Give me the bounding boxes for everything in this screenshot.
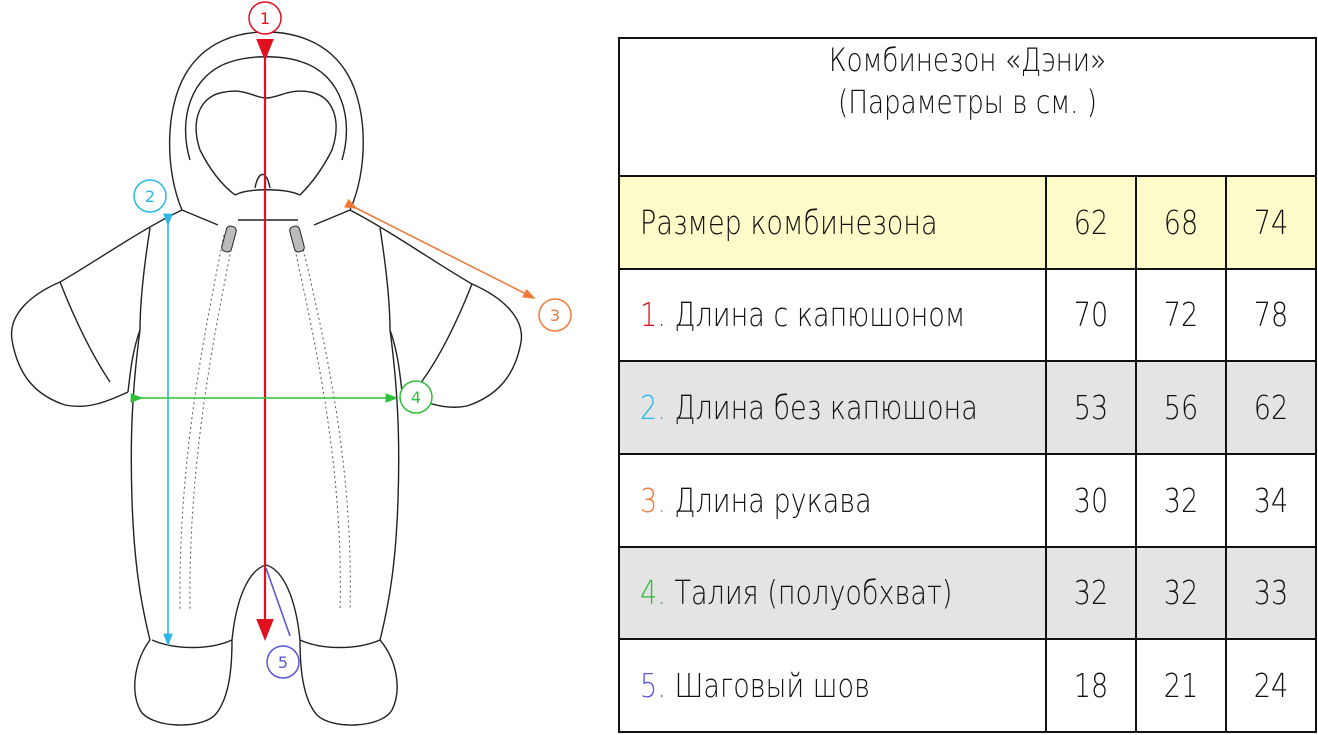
row-value: 62 — [1224, 360, 1318, 455]
marker-label-3: 3 — [550, 306, 560, 325]
size-68-header: 68 — [1135, 174, 1227, 270]
row-value: 34 — [1224, 452, 1318, 548]
row-value: 30 — [1045, 452, 1137, 548]
marker-circle-5 — [266, 645, 300, 679]
row-value: 24 — [1224, 638, 1318, 733]
row-label: 4. Талия (полуобхват) — [618, 545, 1047, 641]
marker-label-5: 5 — [278, 653, 288, 672]
marker-circle-2 — [133, 179, 167, 213]
row-value: 72 — [1135, 267, 1227, 363]
row-value: 32 — [1135, 545, 1227, 641]
row-label: 1. Длина с капюшоном — [618, 267, 1047, 363]
table-title-cell: Комбинезон «Дэни» (Параметры в см. ) — [617, 37, 1318, 177]
row-value: 78 — [1224, 267, 1318, 363]
table-title: Комбинезон «Дэни» — [828, 41, 1107, 80]
row-value: 33 — [1224, 545, 1318, 641]
row-value: 53 — [1045, 360, 1137, 455]
marker-circle-1 — [248, 1, 282, 35]
table-row: 5. Шаговый шов 18 21 24 — [618, 638, 1318, 733]
marker-label-2: 2 — [145, 187, 155, 206]
row-value: 56 — [1135, 360, 1227, 455]
jumpsuit-diagram: 1 2 3 4 5 — [10, 1, 572, 726]
measure-line-3 — [344, 198, 536, 299]
marker-circle-4 — [399, 380, 433, 414]
row-value: 18 — [1045, 638, 1137, 733]
row-label: 5. Шаговый шов — [618, 638, 1047, 733]
table-row: 1. Длина с капюшоном 70 72 78 — [618, 267, 1318, 363]
table-row: 4. Талия (полуобхват) 32 32 33 — [618, 545, 1318, 641]
measure-line-5 — [265, 567, 291, 637]
row-value: 70 — [1045, 267, 1137, 363]
zipper-pullers — [221, 225, 305, 253]
table-row: 2. Длина без капюшона 53 56 62 — [618, 360, 1318, 455]
marker-label-1: 1 — [260, 9, 270, 28]
row-value: 32 — [1135, 452, 1227, 548]
header-row: Размер комбинезона 62 68 74 — [618, 174, 1318, 270]
garment-outline — [10, 31, 523, 726]
table-subtitle: (Параметры в см. ) — [837, 83, 1098, 122]
size-62-header: 62 — [1045, 174, 1137, 270]
table-row: 3. Длина рукава 30 32 34 — [618, 452, 1318, 548]
size-74-header: 74 — [1224, 174, 1318, 270]
row-label: 2. Длина без капюшона — [618, 360, 1047, 455]
marker-label-4: 4 — [411, 388, 421, 407]
row-label: 3. Длина рукава — [618, 452, 1047, 548]
row-value: 32 — [1045, 545, 1137, 641]
marker-circle-3 — [538, 298, 572, 332]
row-value: 21 — [1135, 638, 1227, 733]
size-table: Комбинезон «Дэни» (Параметры в см. ) Раз… — [617, 37, 1318, 733]
header-label: Размер комбинезона — [618, 174, 1047, 270]
